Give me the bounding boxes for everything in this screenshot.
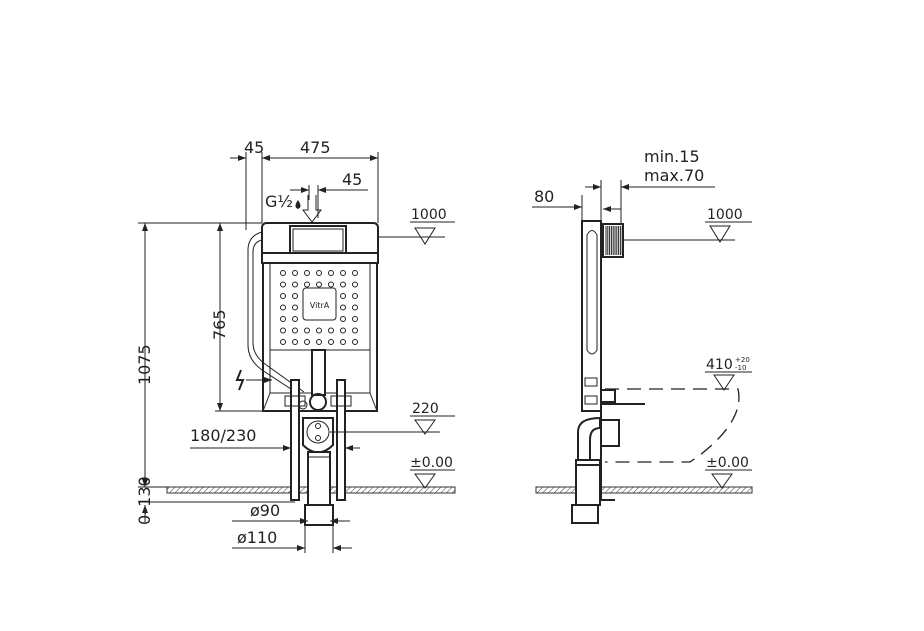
level-mark-floor: ±0.00 (410, 455, 455, 489)
inlet-thread-label: G½ (265, 192, 293, 211)
hole (352, 293, 358, 299)
dim-475-width: 475 (300, 138, 331, 157)
dim-pipe-d90: ø90 (250, 501, 280, 520)
hole (304, 339, 310, 345)
hole (304, 270, 310, 276)
side-view: 80 min.15 max.70 1000 410 +20 -10 ±0.00 (532, 147, 753, 524)
svg-text:1000: 1000 (411, 207, 447, 223)
level-mark-seat-410: 410 +20 -10 (705, 356, 752, 391)
svg-text:+20: +20 (735, 356, 750, 364)
level-mark-220: 220 (330, 401, 455, 435)
hole (352, 270, 358, 276)
hole (280, 293, 286, 299)
hole (328, 281, 334, 288)
dim-pipe-d110: ø110 (237, 528, 277, 547)
dim-max-70: max.70 (644, 166, 704, 185)
hole (328, 327, 334, 334)
hole (280, 270, 286, 276)
ventilation-holes (280, 270, 358, 345)
hole (328, 270, 334, 276)
svg-text:220: 220 (412, 401, 439, 417)
hole (340, 293, 346, 299)
dim-0-130-adjust: 0–130 (135, 476, 154, 525)
hole (316, 327, 322, 334)
hole (316, 339, 322, 345)
dim-765-height: 765 (210, 309, 229, 340)
level-mark-1000-side: 1000 (623, 207, 752, 243)
floor-hatch-side (535, 486, 753, 494)
hole (352, 327, 358, 334)
svg-text:1000: 1000 (707, 207, 743, 223)
hole (340, 304, 346, 311)
hole (340, 281, 346, 288)
hole (328, 339, 334, 345)
hole (304, 327, 310, 334)
hole (280, 304, 286, 311)
water-drop-icon (295, 200, 301, 209)
hole (304, 281, 310, 288)
hole (292, 316, 298, 322)
hole (352, 316, 358, 322)
dim-1075-height: 1075 (135, 344, 154, 385)
hole (352, 281, 358, 288)
hole (316, 281, 322, 288)
hole (352, 339, 358, 345)
hole (280, 327, 286, 334)
hole (292, 270, 298, 276)
toilet-bowl-outline (605, 388, 740, 463)
hole (280, 339, 286, 345)
logo-box (302, 287, 337, 321)
hole (292, 339, 298, 345)
hole (340, 316, 346, 322)
hole (292, 304, 298, 311)
hole (340, 270, 346, 276)
front-view: VitrA 45 475 45 G½ 1075 765 0–130 (135, 138, 456, 553)
svg-text:-10: -10 (735, 364, 746, 372)
cistern-frame (247, 195, 379, 526)
hole (292, 327, 298, 334)
svg-text:±0.00: ±0.00 (706, 455, 749, 471)
hole (280, 316, 286, 322)
vitra-logo: VitrA (310, 301, 330, 310)
cistern-frame-side (571, 220, 645, 524)
dim-45-inlet: 45 (342, 170, 362, 189)
svg-text:410: 410 (706, 357, 733, 373)
svg-text:±0.00: ±0.00 (410, 455, 453, 471)
hole (340, 339, 346, 345)
hole (292, 281, 298, 288)
hole (280, 281, 286, 288)
electric-icon (235, 369, 245, 391)
level-mark-1000: 1000 (378, 207, 455, 245)
hole (292, 293, 298, 299)
dim-leg-spacing: 180/230 (190, 426, 256, 445)
dim-min-15: min.15 (644, 147, 700, 166)
hole (316, 270, 322, 276)
level-mark-floor-side: ±0.00 (705, 455, 752, 489)
hole (340, 327, 346, 334)
dim-80-depth: 80 (534, 187, 554, 206)
dim-45-offset: 45 (244, 138, 264, 157)
hole (352, 304, 358, 311)
